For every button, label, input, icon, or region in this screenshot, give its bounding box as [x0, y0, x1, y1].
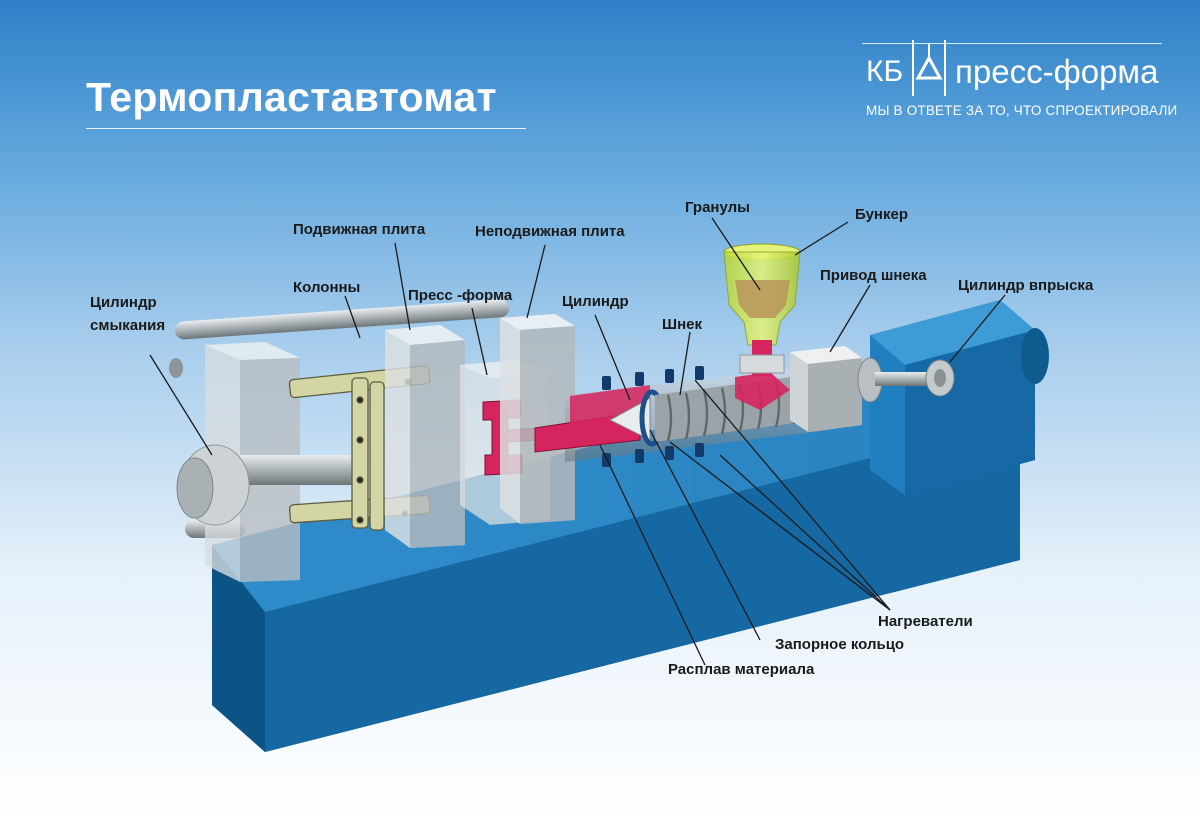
label-heaters: Нагреватели [878, 613, 973, 630]
label-screw: Шнек [662, 316, 702, 333]
logo-name: пресс-форма [955, 53, 1159, 90]
leader-lines [149, 217, 1006, 666]
label-hopper: Бункер [855, 206, 908, 223]
label-columns: Колонны [293, 279, 361, 296]
screw-drive [790, 346, 862, 432]
label-fixed-plate: Неподвижная плита [475, 223, 625, 240]
logo-mark-icon [912, 40, 946, 96]
label-screw-drive: Привод шнека [820, 267, 927, 284]
injection-unit-housing [870, 300, 1049, 495]
label-granules: Гранулы [685, 199, 750, 216]
logo-tagline: МЫ В ОТВЕТЕ ЗА ТО, ЧТО СПРОЕКТИРОВАЛИ [866, 103, 1178, 118]
label-check-ring: Запорное кольцо [775, 636, 905, 653]
fixed-platen [500, 314, 575, 524]
logo-abbr: КБ [866, 55, 904, 88]
clamp-cylinder [176, 444, 360, 526]
injection-cylinder [857, 357, 955, 403]
moving-platen [385, 325, 465, 548]
title-underline [86, 128, 526, 129]
label-melt: Расплав материала [668, 661, 815, 678]
page-title: Термопластавтомат [86, 74, 497, 120]
hopper [723, 243, 801, 376]
label-injection-cylinder: Цилиндр впрыска [958, 277, 1094, 294]
label-mold: Пресс -форма [408, 287, 513, 304]
label-clamp-cylinder: Цилиндр [90, 294, 157, 311]
logo-rule [862, 43, 1162, 44]
label-moving-plate: Подвижная плита [293, 221, 426, 238]
label-clamp-cylinder-line2: смыкания [90, 317, 166, 334]
label-cylinder: Цилиндр [562, 293, 629, 310]
